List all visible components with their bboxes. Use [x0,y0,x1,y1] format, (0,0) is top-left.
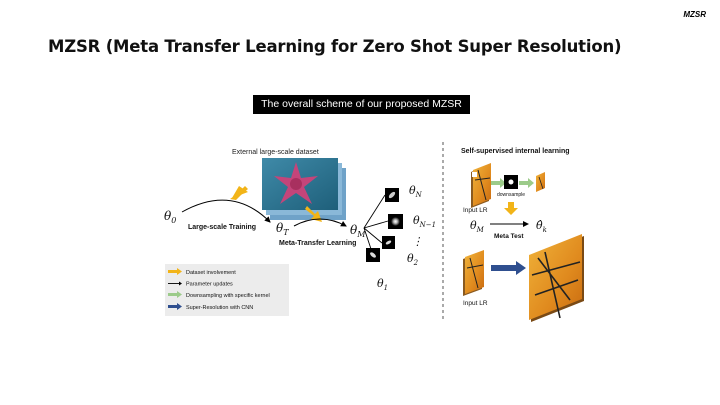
downsampled-image [536,172,545,192]
super-resolved-image [529,234,584,322]
corner-label: MZSR [683,10,706,19]
large-scale-training-arrow [181,199,271,223]
kernel-1-blur [370,252,376,258]
kernel-N-blur [388,191,396,199]
legend-item-sr: Super-Resolution with CNN [168,303,253,311]
input-lr-top-crop [472,172,477,177]
starfish-shape [274,162,318,204]
theta-N-label: θN [409,184,423,199]
input-lr-bottom-front [465,250,484,294]
dataset-label: External large-scale dataset [232,149,319,156]
legend-parameter-label: Parameter updates [186,282,233,288]
theta-k-label: θ̂k [536,219,547,234]
theta-M-right-label: θM [470,219,485,234]
kernel-N1-blur [391,217,400,226]
legend-dataset-label: Dataset involvement [186,270,236,276]
kernel-2-blur [385,240,392,245]
meta-test-dataset-arrow [504,202,518,215]
vertical-dots: ⋮ [412,235,423,248]
theta-0-label: θ0 [164,209,176,225]
input-lr-top-veins [474,169,491,201]
self-supervised-label: Self-supervised internal learning [461,148,570,155]
legend-downsample-label: Downsampling with specific kernel [186,293,270,299]
downsampled-image-vein [538,176,544,190]
legend-sr-label: Super-Resolution with CNN [186,305,253,311]
super-resolved-veins [531,251,581,319]
super-resolution-arrow [491,261,526,275]
super-resolved-front [529,234,582,320]
input-lr-top-image [471,163,491,208]
legend-dataset-arrow [168,268,182,275]
input-lr-top-label: Input LR [463,207,488,214]
downsample-kernel-blur [508,179,514,185]
large-scale-training-label: Large-scale Training [188,224,256,231]
theta-N1-label: θN−1 [413,214,436,229]
theta-T-label: θT [276,221,289,237]
legend-downsample-arrow [168,291,182,298]
meta-transfer-learning-label: Meta-Transfer Learning [279,240,356,247]
legend-background [165,264,289,316]
downsample-label: downsample [497,192,525,198]
legend-parameter-head [179,281,182,286]
theta-1-label: θ1 [377,277,388,292]
slide-title: MZSR (Meta Transfer Learning for Zero Sh… [48,37,622,56]
input-lr-bottom-veins [466,257,484,289]
dataset-arrow-left [230,186,248,200]
dataset-image [262,158,346,220]
legend-sr-arrow [168,303,182,310]
meta-transfer-arrow [293,218,347,227]
input-lr-bottom-label: Input LR [463,300,488,307]
meta-test-label: Meta Test [494,233,524,240]
line-to-theta-N [363,194,386,229]
line-to-theta-2 [363,227,383,244]
legend-item-dataset: Dataset involvement [168,268,236,276]
legend-item-parameter: Parameter updates [168,281,233,288]
input-lr-bottom-image [463,250,484,296]
legend-item-downsample: Downsampling with specific kernel [168,291,270,299]
downsample-arrow-2 [519,178,534,188]
downsample-arrow-1 [491,178,506,188]
scheme-banner: The overall scheme of our proposed MZSR [253,95,470,114]
line-to-theta-N1 [363,220,389,229]
theta-2-label: θ2 [407,252,419,267]
dataset-arrow-right [305,206,322,222]
theta-M-label: θM [350,223,366,239]
legend: Dataset involvement Parameter updates Do… [165,264,289,316]
